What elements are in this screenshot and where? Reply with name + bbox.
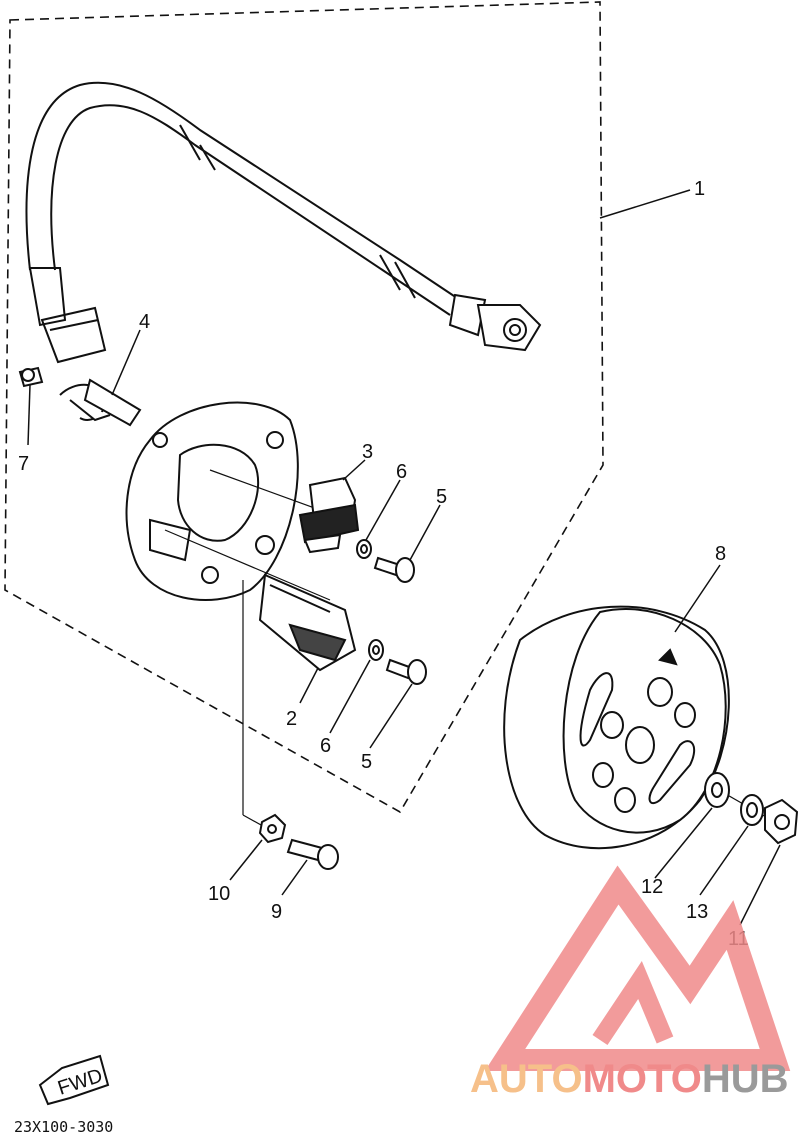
lock-washer-13 bbox=[740, 794, 764, 826]
callout-2: 2 bbox=[286, 708, 297, 730]
source-coil-2 bbox=[258, 573, 357, 672]
pickup-coil-3 bbox=[298, 476, 360, 554]
harness-connector bbox=[448, 293, 542, 352]
washer-12 bbox=[704, 772, 730, 808]
washer-6-lower bbox=[368, 639, 384, 661]
callout-12: 12 bbox=[641, 876, 663, 898]
callout-5-upper: 5 bbox=[436, 486, 447, 508]
washer-6-upper bbox=[356, 539, 372, 559]
callout-6-upper: 6 bbox=[396, 461, 407, 483]
wire-clamp bbox=[59, 378, 142, 427]
callout-13: 13 bbox=[686, 901, 708, 923]
callout-7: 7 bbox=[18, 453, 29, 475]
callout-9: 9 bbox=[271, 901, 282, 923]
screw-9 bbox=[286, 838, 339, 870]
callout-3: 3 bbox=[362, 441, 373, 463]
assembly-boundary bbox=[4, 1, 604, 814]
callout-5-lower: 5 bbox=[361, 751, 372, 773]
leader-lines bbox=[111, 189, 781, 926]
watermark-logo-icon bbox=[484, 865, 791, 1071]
wire-harness bbox=[25, 81, 461, 316]
fwd-arrow-icon: FWD bbox=[38, 1054, 110, 1106]
screw-5-lower bbox=[385, 658, 427, 685]
nut-11 bbox=[764, 798, 799, 845]
flywheel-rotor-8 bbox=[503, 605, 730, 850]
watermark-part-moto: MOTO bbox=[583, 1057, 702, 1101]
nut-10 bbox=[258, 813, 287, 844]
callout-8: 8 bbox=[715, 543, 726, 565]
watermark-text: AUTOMOTOHUB bbox=[470, 1057, 789, 1101]
screw-5-upper bbox=[373, 556, 415, 583]
watermark-part-auto: AUTO bbox=[470, 1057, 583, 1101]
callout-4: 4 bbox=[139, 311, 150, 333]
callout-6-lower: 6 bbox=[320, 735, 331, 757]
cable-grommet bbox=[28, 267, 107, 364]
watermark-part-hub: HUB bbox=[702, 1057, 789, 1101]
diagram-code: 23X100-3030 bbox=[14, 1118, 113, 1136]
callout-1: 1 bbox=[694, 178, 705, 200]
callout-10: 10 bbox=[208, 883, 230, 905]
screw-7 bbox=[18, 366, 44, 388]
leader-7 bbox=[27, 384, 31, 446]
stator-base-plate bbox=[125, 401, 299, 601]
